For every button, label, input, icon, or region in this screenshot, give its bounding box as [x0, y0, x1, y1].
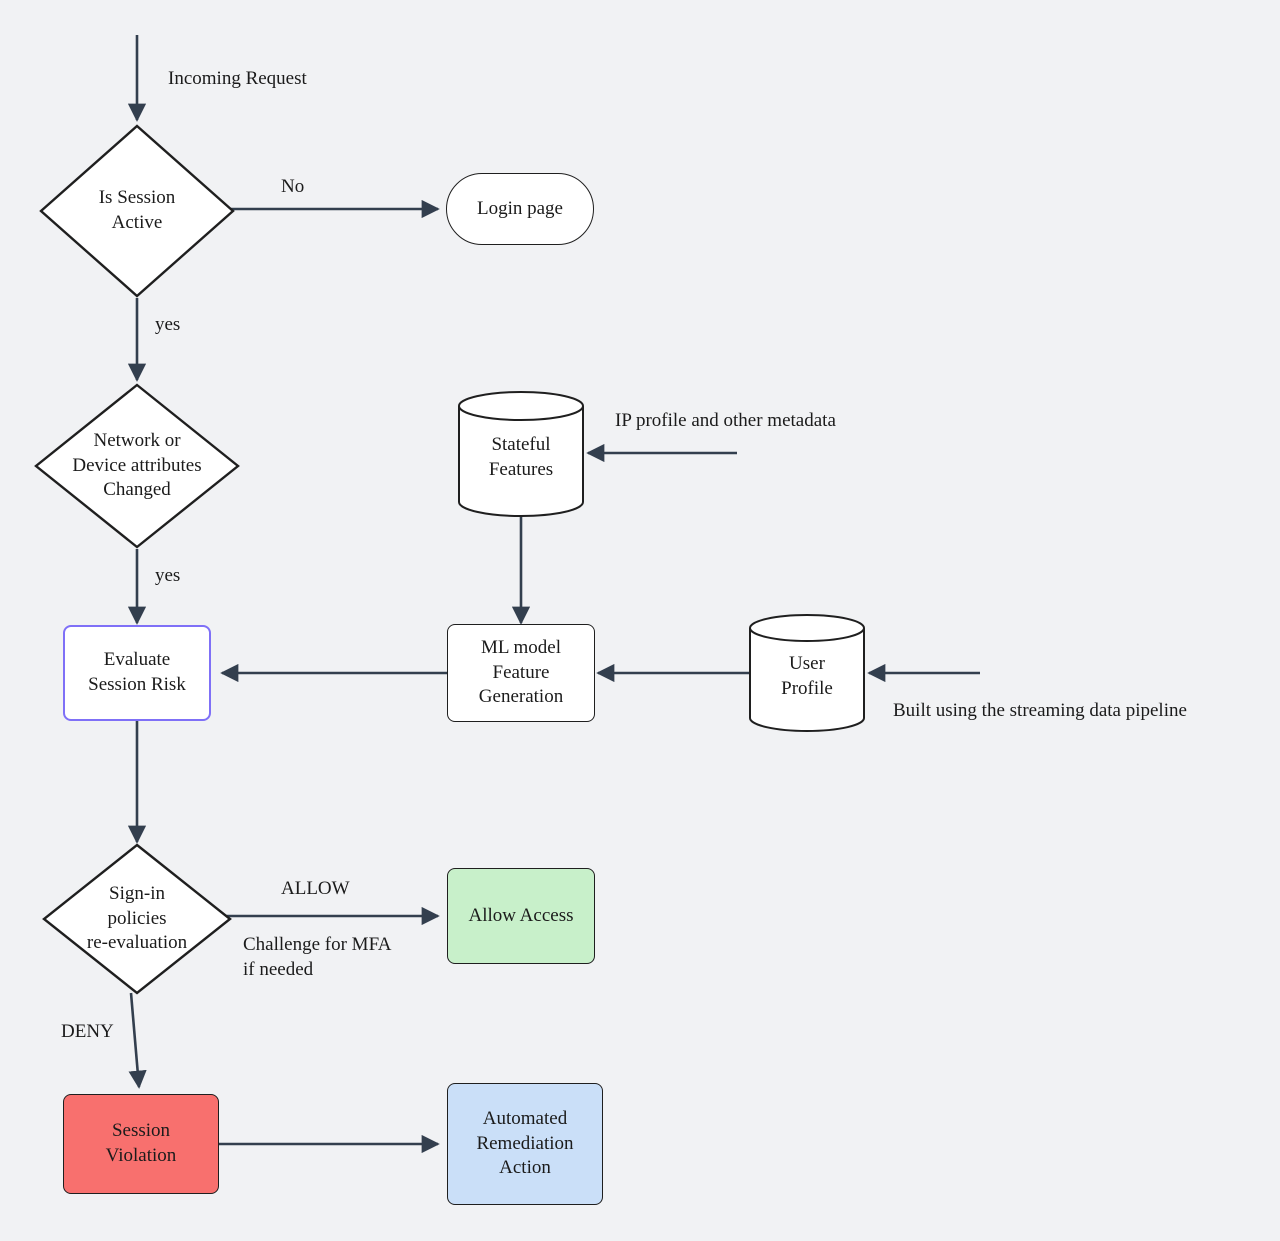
node-ml-feature-generation[interactable]: ML model Feature Generation: [447, 624, 595, 722]
diamond-shape: [34, 383, 240, 549]
node-label: User Profile: [781, 653, 833, 699]
edge-label-yes-session: yes: [155, 314, 181, 335]
node-automated-remediation[interactable]: Automated Remediation Action: [447, 1083, 603, 1205]
node-label: ML model Feature Generation: [478, 636, 564, 708]
node-evaluate-session-risk[interactable]: Evaluate Session Risk: [63, 625, 211, 721]
edge-label-challenge-mfa: Challenge for MFA if needed: [243, 934, 392, 981]
node-label: Stateful Features: [488, 434, 554, 480]
edge-label-incoming-request: Incoming Request: [168, 68, 307, 89]
node-label: Is Session Active: [98, 187, 176, 233]
node-is-session-active[interactable]: Is Session Active: [39, 124, 235, 298]
diamond-shape: [39, 124, 235, 298]
edge-deny-to-violation: [128, 992, 147, 1089]
node-stateful-features[interactable]: Stateful Features: [457, 390, 585, 518]
node-label: Automated Remediation Action: [476, 1107, 574, 1179]
node-attributes-changed[interactable]: Network or Device attributes Changed: [34, 383, 240, 549]
node-session-violation[interactable]: Session Violation: [63, 1094, 219, 1194]
node-label: Login page: [476, 197, 563, 219]
node-user-profile[interactable]: User Profile: [748, 613, 866, 733]
node-allow-access[interactable]: Allow Access: [447, 868, 595, 964]
node-label: Session Violation: [105, 1120, 177, 1166]
node-signin-policies[interactable]: Sign-in policies re-evaluation: [42, 843, 232, 995]
cylinder-shape: [749, 614, 865, 732]
edge-label-no: No: [281, 176, 305, 197]
edge-label-yes-attributes: yes: [155, 565, 181, 586]
edge-label-ip-profile: IP profile and other metadata: [615, 410, 836, 431]
node-label: Allow Access: [468, 904, 574, 926]
edge-label-deny: DENY: [61, 1021, 114, 1042]
node-label: Evaluate Session Risk: [88, 649, 186, 695]
cylinder-shape: [458, 391, 584, 517]
edge-label-streaming-pipeline: Built using the streaming data pipeline: [893, 700, 1187, 721]
node-login-page[interactable]: Login page: [446, 173, 594, 245]
node-label: Sign-in policies re-evaluation: [86, 882, 188, 954]
node-label: Network or Device attributes Changed: [72, 429, 202, 501]
edge-label-allow: ALLOW: [281, 878, 350, 899]
